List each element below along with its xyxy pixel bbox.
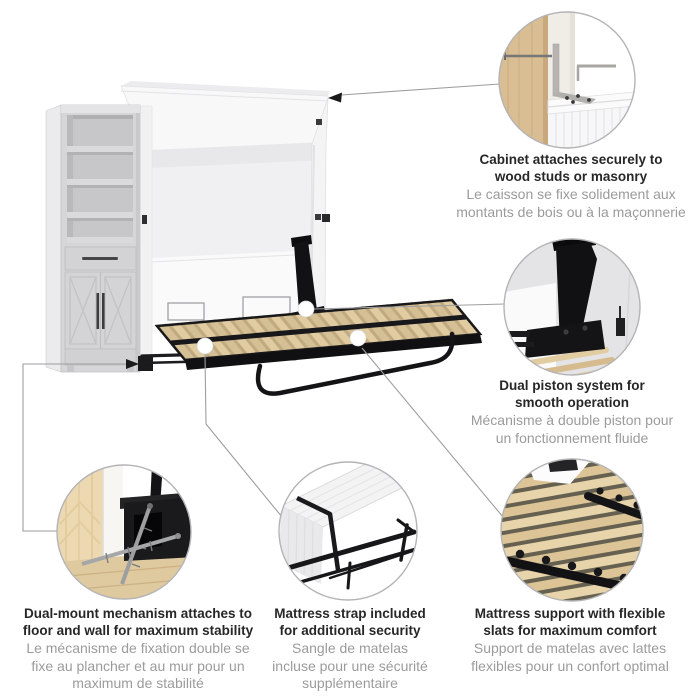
callout-heading: Mattress strap included for additional s… — [274, 606, 426, 638]
callout-subtext: Mécanisme à double piston pour un foncti… — [470, 412, 674, 446]
callout-text-mattress-support: Mattress support with flexible slats for… — [430, 605, 700, 675]
mattress-strap-icon — [296, 495, 341, 571]
callout-circle-dual-mount — [56, 464, 192, 600]
lag-screw-icon — [120, 503, 153, 585]
callout-subtext: Support de matelas avec lattes flexibles… — [471, 640, 669, 674]
door-handle — [96, 293, 100, 329]
support-bar — [255, 331, 455, 396]
callout-subtext: Le mécanisme de fixation double se fixe … — [26, 640, 250, 691]
callout-text-dual-piston: Dual piston system for smooth operation … — [417, 377, 700, 447]
callout-subtext: Le caisson se fixe solidement aux montan… — [456, 186, 686, 220]
arrowhead-icon — [328, 92, 342, 103]
lag-screw-icon — [81, 533, 181, 566]
bed-cabinet — [120, 81, 330, 372]
wire-bracket — [167, 302, 205, 321]
callout-subtext: Sangle de matelas incluse pour une sécur… — [272, 640, 428, 691]
cabinet-doors — [64, 271, 137, 350]
callout-heading: Dual-mount mechanism attaches to floor a… — [22, 606, 254, 638]
callout-heading: Dual piston system for smooth operation — [499, 378, 645, 410]
mounting-bracket-icon — [552, 43, 560, 97]
door-handle — [102, 293, 105, 329]
callout-circle-mattress-support — [500, 458, 644, 602]
callout-heading: Cabinet attaches securely to wood studs … — [479, 152, 663, 184]
callout-anchor — [196, 337, 214, 355]
callout-circle-dual-piston — [503, 238, 641, 376]
center-rail — [170, 314, 467, 346]
callout-text-dual-mount: Dual-mount mechanism attaches to floor a… — [0, 605, 276, 693]
callout-circle-mattress-strap — [278, 461, 418, 601]
hinge-icon — [316, 119, 322, 125]
piston-icon — [556, 242, 597, 345]
shelf-boards — [67, 146, 133, 243]
hinge-icon — [142, 215, 147, 224]
callout-text-mattress-strap: Mattress strap included for additional s… — [240, 605, 460, 693]
callout-anchor — [349, 329, 367, 347]
hinge-icon — [322, 214, 330, 222]
frame-skirt — [185, 334, 482, 370]
hinge-icon — [315, 214, 321, 220]
arrowhead-icon — [126, 359, 139, 369]
bed-frame-icon — [279, 518, 417, 590]
connector-lines — [22, 83, 506, 532]
callout-anchor — [297, 300, 315, 318]
callout-text-cabinet-attachment: Cabinet attaches securely to wood studs … — [413, 151, 700, 221]
callout-circle-cabinet-attachment — [498, 11, 636, 149]
storage-tower — [45, 104, 141, 373]
callout-heading: Mattress support with flexible slats for… — [474, 606, 666, 638]
drawer-handle — [82, 257, 118, 260]
